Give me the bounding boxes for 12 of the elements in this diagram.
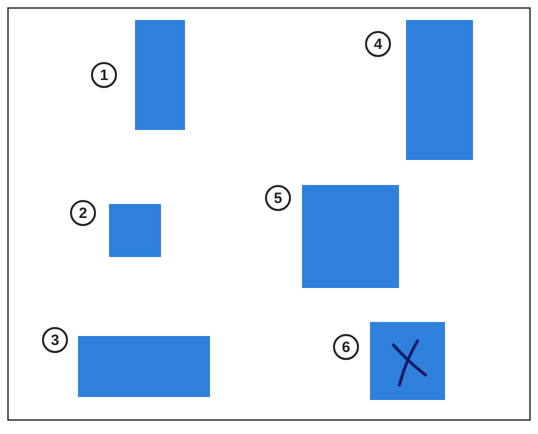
callout-number: 1: [91, 62, 117, 88]
rectangle: [302, 185, 399, 288]
rectangle: [406, 20, 473, 160]
rectangle: [109, 204, 161, 257]
callout-number: 6: [333, 334, 359, 360]
rectangle: [78, 336, 210, 397]
rectangle: [370, 322, 445, 400]
callout-number: 2: [70, 200, 96, 226]
rectangle: [135, 20, 185, 130]
callout-number: 5: [265, 185, 291, 211]
callout-number: 4: [365, 31, 391, 57]
callout-number: 3: [42, 327, 68, 353]
